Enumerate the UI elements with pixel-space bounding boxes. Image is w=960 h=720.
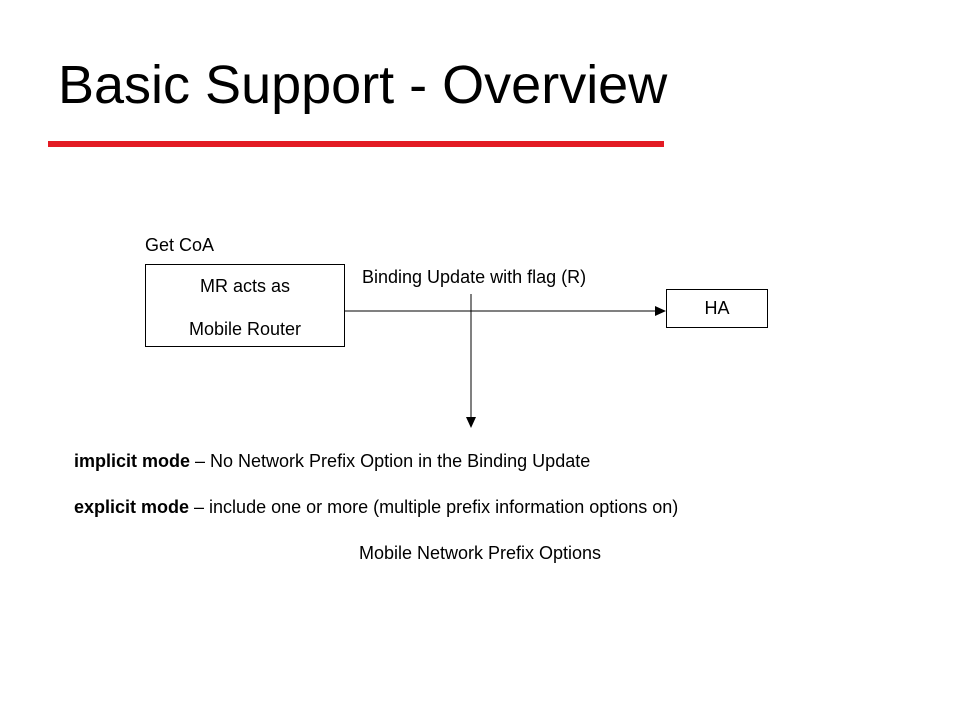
slide-title: Basic Support - Overview [58, 55, 668, 115]
implicit-mode-term: implicit mode [74, 451, 191, 471]
binding-update-arrowhead [655, 306, 666, 316]
mobile-router-box-line-2: Mobile Router [188, 319, 302, 339]
title-underline [48, 141, 664, 147]
get-coa-label: Get CoA [145, 235, 215, 255]
explicit-mode-continuation: Mobile Network Prefix Options [358, 543, 602, 563]
explicit-mode-description: – include one or more (multiple prefix i… [189, 497, 679, 517]
binding-update-label: Binding Update with flag (R) [362, 267, 587, 287]
mobile-router-box-line-1: MR acts as [199, 276, 291, 296]
mode-arrowhead [466, 417, 476, 428]
home-agent-box-label: HA [704, 298, 730, 318]
implicit-mode-line: implicit mode – No Network Prefix Option… [74, 452, 590, 470]
explicit-mode-term: explicit mode [74, 497, 190, 517]
mobile-router-box: MR acts as Mobile Router [145, 264, 345, 347]
explicit-mode-line: explicit mode – include one or more (mul… [74, 498, 678, 516]
implicit-mode-description: – No Network Prefix Option in the Bindin… [190, 451, 591, 471]
home-agent-box: HA [666, 289, 768, 328]
